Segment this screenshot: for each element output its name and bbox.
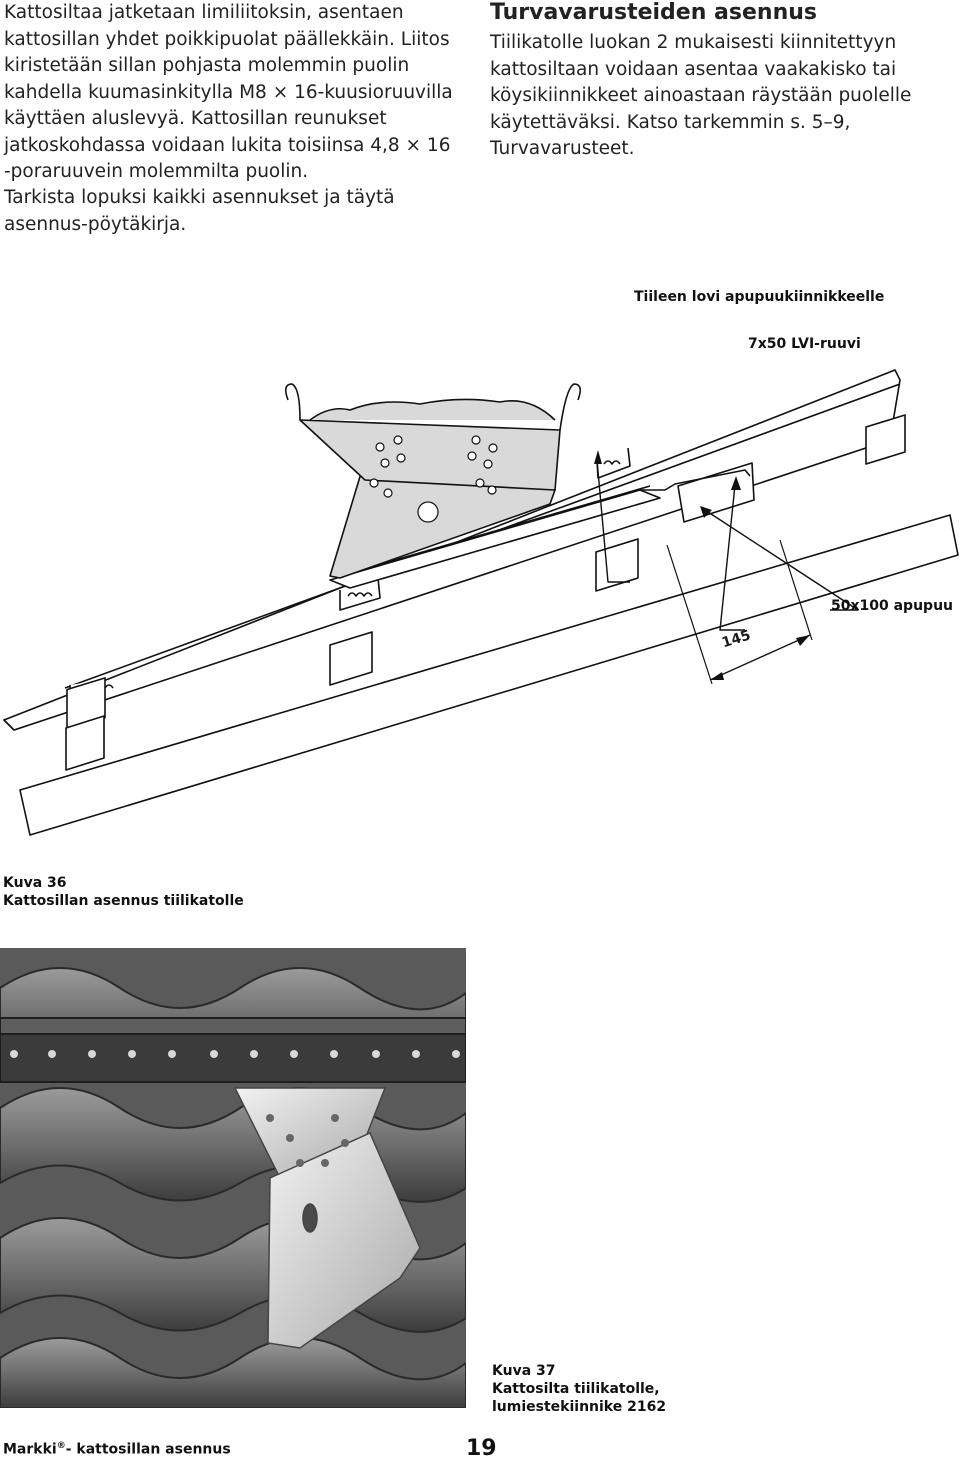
page-number: 19 — [466, 1436, 497, 1461]
figure-37-title-line1: Kattosilta tiilikatolle, — [492, 1381, 660, 1397]
section-heading-safety-equipment: Turvavarusteiden asennus — [490, 0, 817, 25]
leader-batten — [704, 509, 859, 611]
bridge-beam — [329, 489, 661, 589]
registered-mark: ® — [56, 1441, 66, 1451]
helper-batten — [677, 462, 755, 523]
footer-document-title: Markki®- kattosillan asennus — [3, 1441, 231, 1458]
body-paragraph-joining: Kattosiltaa jatketaan limiliitoksin, ase… — [4, 2, 453, 182]
footer-brand: Markki — [3, 1441, 57, 1458]
leader-screw — [719, 484, 745, 631]
callout-tile-notch: Tiileen lovi apupuukiinnikkeelle — [634, 289, 885, 305]
figure-36-title: Kattosillan asennus tiilikatolle — [3, 893, 244, 909]
snow-guard-bracket — [233, 1087, 421, 1349]
leader-notch — [596, 459, 630, 583]
callout-lvi-screw: 7x50 LVI-ruuvi — [748, 336, 861, 352]
figure-36-caption: Kuva 36 Kattosillan asennus tiilikatolle — [3, 874, 244, 910]
figure-37-caption: Kuva 37 Kattosilta tiilikatolle, lumiest… — [492, 1362, 666, 1416]
figure-37-number: Kuva 37 — [492, 1363, 556, 1379]
bridge-rail — [0, 1017, 466, 1083]
callout-helper-batten: 50x100 apupuu — [831, 598, 954, 614]
dimension-line-145 — [709, 634, 811, 681]
figure-36-number: Kuva 36 — [3, 875, 67, 891]
footer-title-rest: - kattosillan asennus — [65, 1441, 231, 1458]
body-paragraph-final-check: Tarkista lopuksi kaikki asennukset ja tä… — [4, 187, 395, 235]
bridge-top-pan — [299, 419, 561, 491]
bracket-holes — [369, 435, 498, 523]
bracket-bolts — [266, 1114, 349, 1167]
roof-bridge-photo — [0, 948, 466, 1408]
figure-37-title-line2: lumiestekiinnike 2162 — [492, 1399, 667, 1415]
body-paragraph-safety-equipment: Tiilikatolle luokan 2 mukaisesti kiinnit… — [490, 32, 912, 159]
rail-slots — [10, 1050, 460, 1058]
roof-bridge-installation-drawing — [3, 369, 959, 836]
